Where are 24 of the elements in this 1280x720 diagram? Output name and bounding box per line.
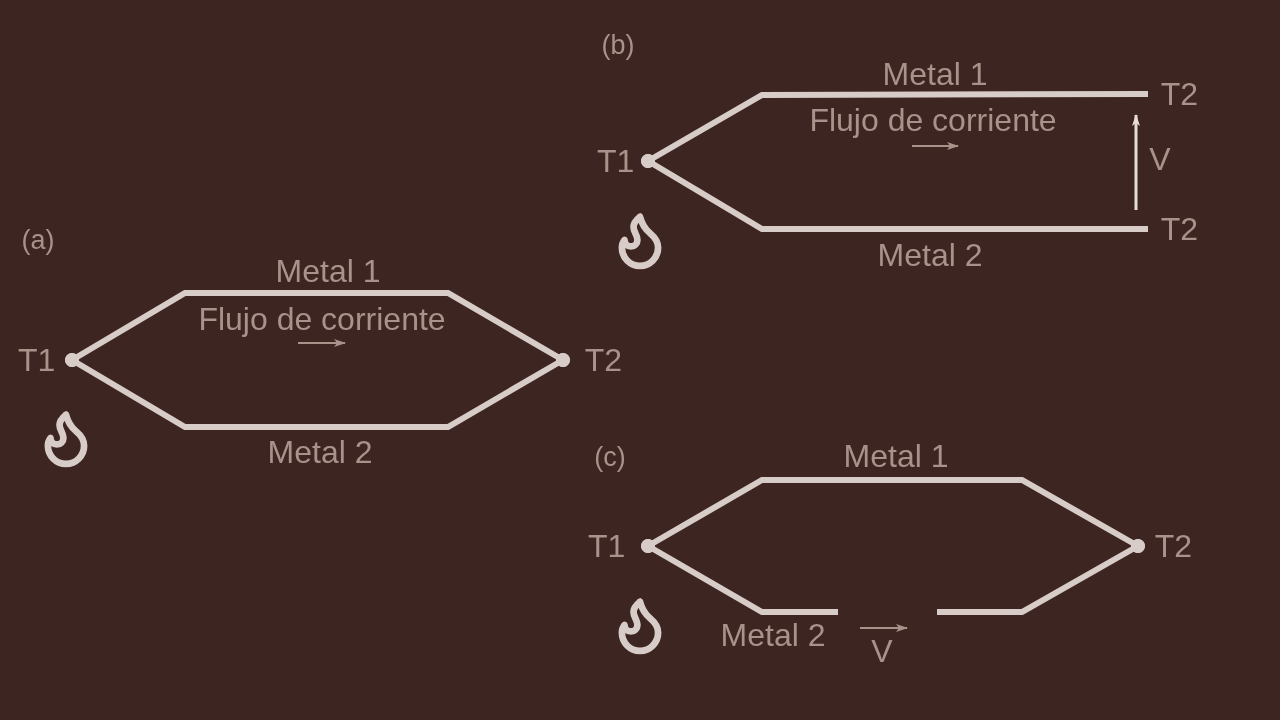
panel-letter: (a) [21, 225, 55, 255]
terminal-label: T1 [588, 528, 648, 564]
annotation-text: Flujo de corriente [809, 104, 1057, 138]
terminal-label: T2 [1148, 211, 1198, 247]
annotation-text: V [871, 635, 893, 669]
terminal-label: T1 [18, 342, 72, 378]
wire [641, 539, 838, 615]
wire [65, 353, 570, 430]
annotation-text: Flujo de corriente [198, 303, 446, 337]
panel-letter: (c) [594, 442, 626, 472]
wire [937, 539, 1145, 615]
edge-label: Metal 2 [267, 436, 373, 470]
edge-label: Metal 2 [877, 239, 983, 273]
edge-label: Metal 2 [720, 619, 826, 653]
annotation-text: V [1149, 143, 1171, 177]
panel-letter: (b) [601, 30, 635, 60]
edge-label: Metal 1 [882, 58, 988, 92]
edge-label: Metal 1 [843, 440, 949, 474]
terminal-label: T1 [597, 143, 648, 179]
terminal-label: T2 [1148, 76, 1198, 112]
wire [641, 154, 1148, 232]
edge-label: Metal 1 [275, 255, 381, 289]
terminal-label: T2 [563, 342, 622, 378]
terminal-label: T2 [1138, 528, 1192, 564]
